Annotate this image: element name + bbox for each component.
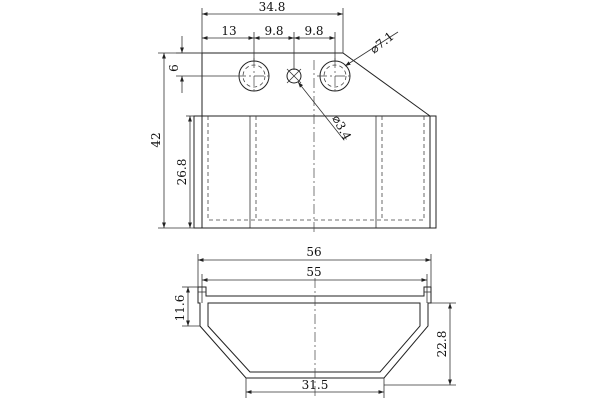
section-inner-outline xyxy=(207,302,421,373)
hidden-inner-outline xyxy=(207,116,425,221)
dim-bottom-width: 31.5 xyxy=(245,378,385,398)
dim-label-42: 42 xyxy=(149,132,163,147)
right-face xyxy=(430,115,437,229)
dim-label-11-6: 11.6 xyxy=(173,295,187,322)
dim-section-height: 22.8 xyxy=(384,302,456,386)
section-view xyxy=(197,278,432,398)
left-face xyxy=(193,115,202,229)
section-outer-outline xyxy=(197,286,432,379)
dim-label-9-8-b: 9.8 xyxy=(304,24,323,38)
dim-label-31-5: 31.5 xyxy=(302,378,329,392)
dim-top-width: 34.8 xyxy=(201,0,344,53)
dim-small-hole-diameter: ⌀3.4 xyxy=(297,81,354,143)
dim-label-56: 56 xyxy=(306,245,321,259)
small-hole-center xyxy=(286,68,302,84)
dim-label-34-8: 34.8 xyxy=(259,0,286,14)
dim-label-dia-7-1: ⌀7.1 xyxy=(367,29,396,56)
dim-outer-width: 56 xyxy=(197,245,432,287)
dim-large-hole-diameter: ⌀7.1 xyxy=(344,29,399,67)
large-hole-left xyxy=(236,58,272,94)
dim-label-55: 55 xyxy=(306,265,321,279)
dim-label-22-8: 22.8 xyxy=(435,331,449,358)
dim-total-height: 42 xyxy=(149,52,202,229)
body-outline xyxy=(201,115,431,229)
dim-label-6: 6 xyxy=(167,64,181,72)
dim-lip-height: 11.6 xyxy=(173,286,200,327)
dim-label-dia-3-4: ⌀3.4 xyxy=(329,113,354,143)
dim-inner-width: 55 xyxy=(201,265,428,287)
dim-hole-pitch-row: 13 9.8 9.8 xyxy=(202,24,336,70)
large-hole-right xyxy=(317,58,353,94)
front-view xyxy=(193,52,437,235)
dim-label-13: 13 xyxy=(221,24,236,38)
upper-plate-outline xyxy=(201,52,431,117)
dim-label-26-8: 26.8 xyxy=(175,159,189,186)
dim-body-height: 26.8 xyxy=(175,115,194,228)
dim-label-9-8-a: 9.8 xyxy=(264,24,283,38)
